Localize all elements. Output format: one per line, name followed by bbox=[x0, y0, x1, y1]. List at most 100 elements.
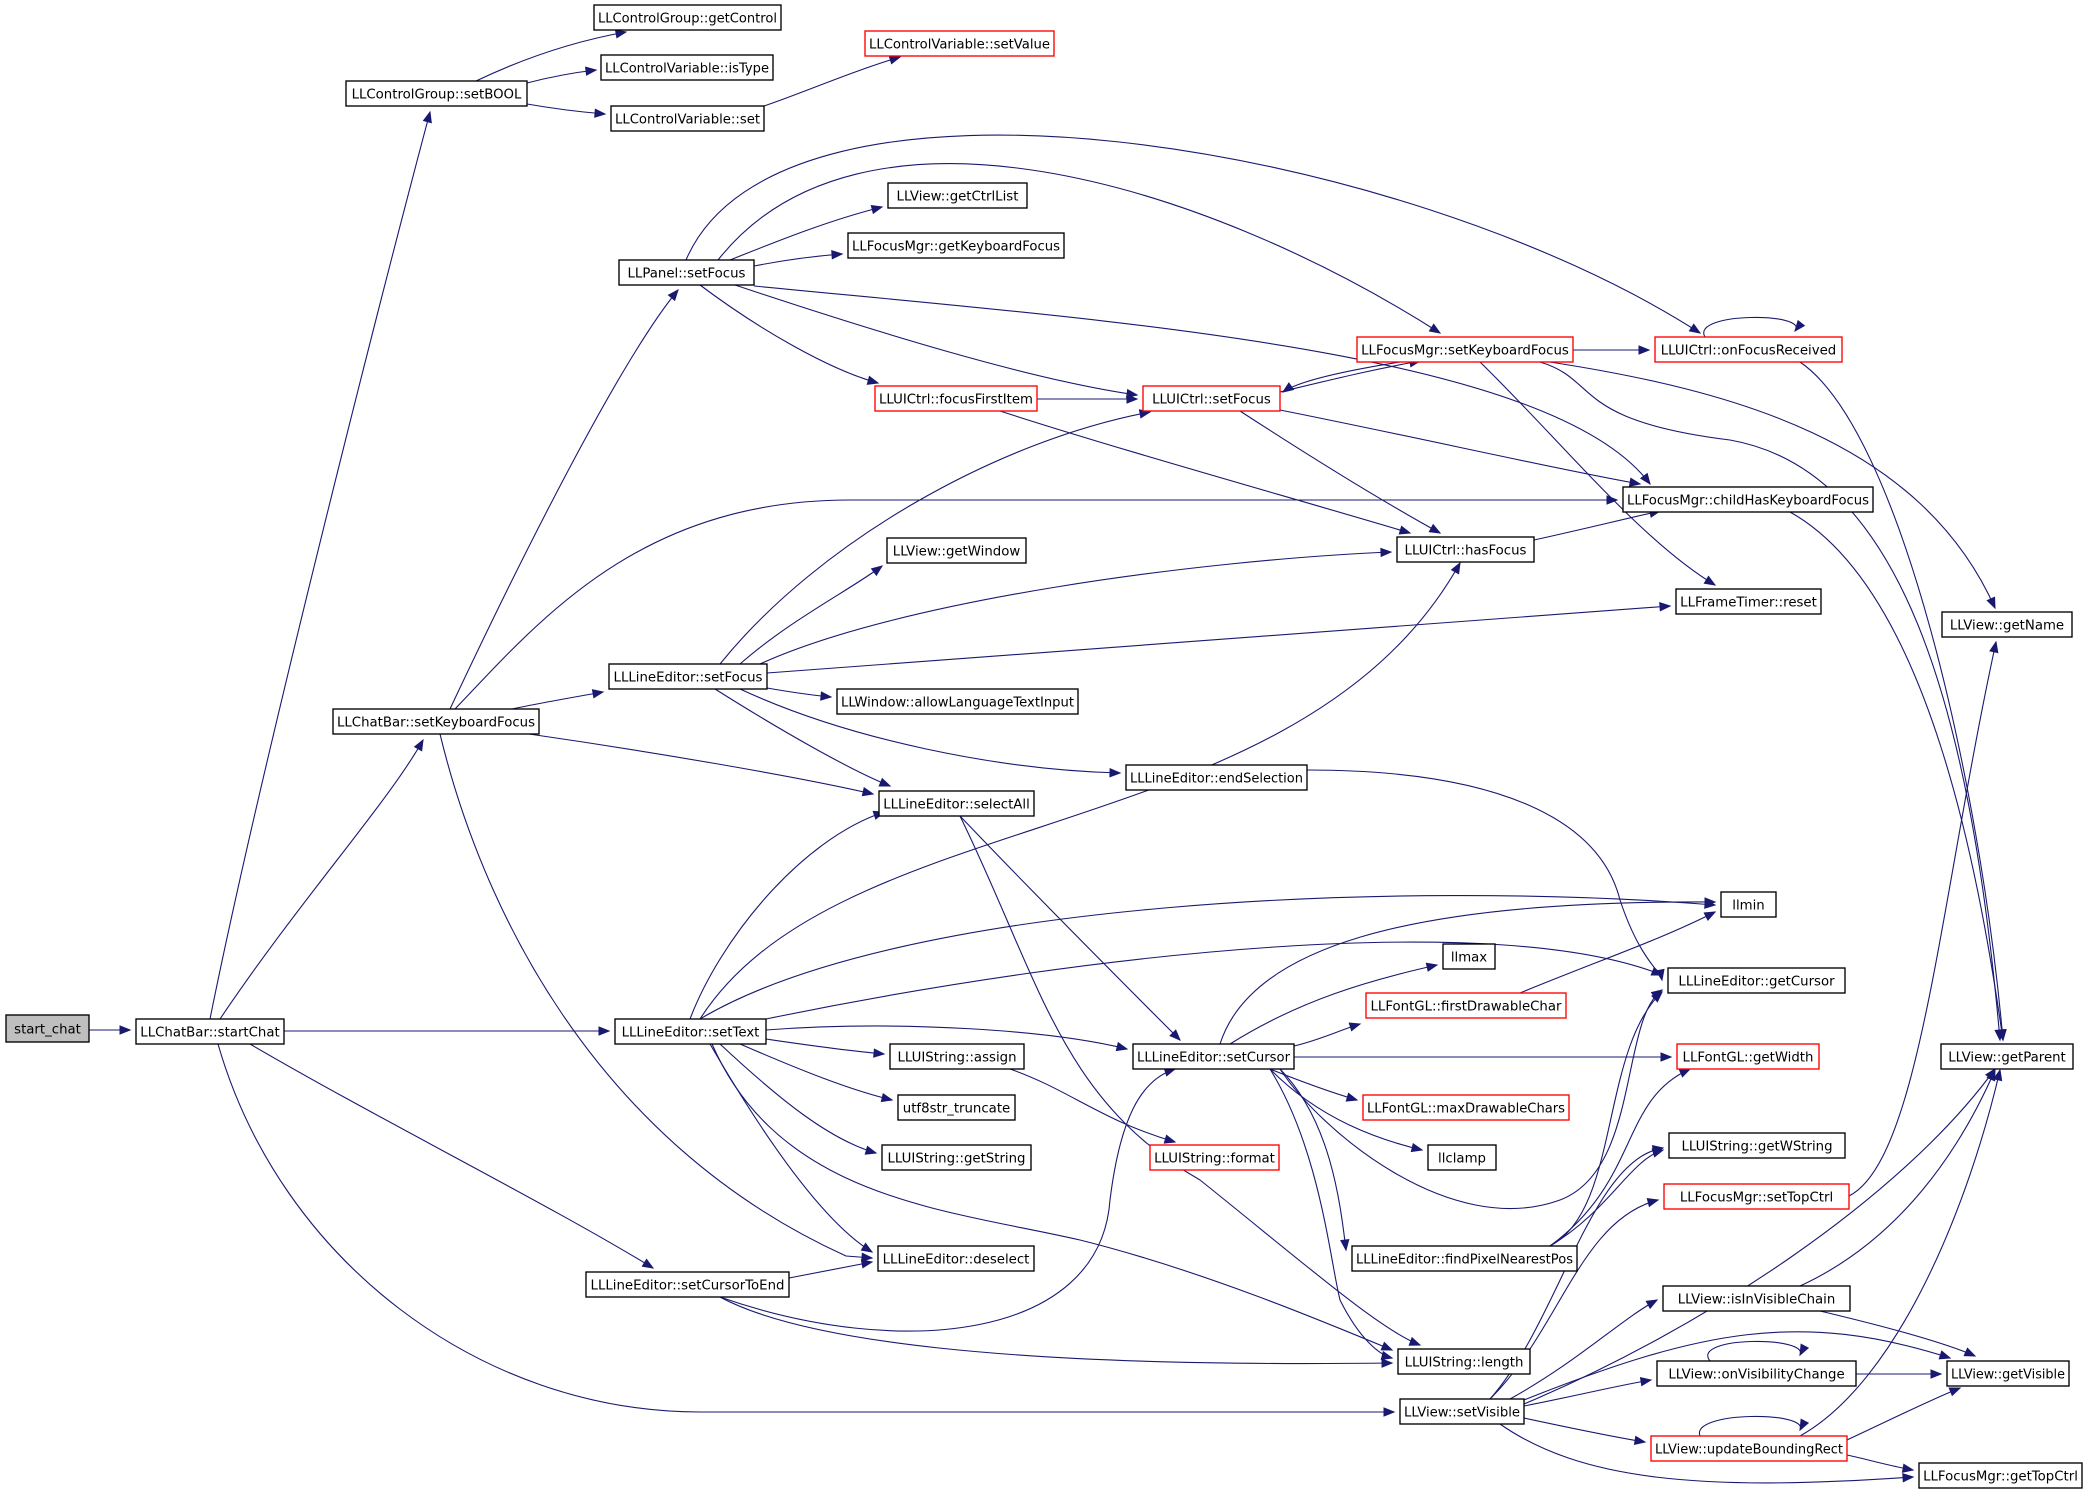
function-node-fgl_getWidth[interactable]: LLFontGL::getWidth bbox=[1676, 1043, 1820, 1070]
function-node-v_onVisibilityChange[interactable]: LLView::onVisibilityChange bbox=[1656, 1360, 1857, 1387]
node-label: LLUICtrl::focusFirstItem bbox=[879, 393, 1033, 408]
node-box bbox=[1427, 1144, 1497, 1171]
node-label: LLView::getName bbox=[1950, 619, 2064, 634]
function-node-le_deselect[interactable]: LLLineEditor::deselect bbox=[877, 1245, 1035, 1272]
function-node-us_getString[interactable]: LLUIString::getString bbox=[881, 1144, 1032, 1171]
function-node-us_getWString[interactable]: LLUIString::getWString bbox=[1668, 1132, 1846, 1159]
call-edge-le_selectAll-to-le_setCursor bbox=[959, 815, 1181, 1041]
edge-line bbox=[1519, 911, 1716, 994]
function-node-p_setFocus[interactable]: LLPanel::setFocus bbox=[618, 259, 755, 286]
node-box bbox=[864, 30, 1055, 57]
function-node-uc_hasFocus[interactable]: LLUICtrl::hasFocus bbox=[1396, 536, 1535, 563]
function-node-utf8str_truncate[interactable]: utf8str_truncate bbox=[897, 1094, 1016, 1121]
function-node-us_length[interactable]: LLUIString::length bbox=[1397, 1348, 1531, 1375]
node-box bbox=[881, 1144, 1032, 1171]
node-box bbox=[1356, 336, 1574, 363]
edge-arrowhead bbox=[1163, 1134, 1177, 1144]
function-node-ft_reset[interactable]: LLFrameTimer::reset bbox=[1675, 588, 1822, 615]
node-label: LLUIString::getString bbox=[888, 1152, 1026, 1167]
call-edge-cb_setKeyboardFocus-to-p_setFocus bbox=[449, 288, 679, 710]
edge-line bbox=[1269, 1068, 1393, 1359]
function-node-cv_set[interactable]: LLControlVariable::set bbox=[610, 105, 765, 132]
node-box bbox=[886, 537, 1027, 564]
function-node-fm_getTopCtrl[interactable]: LLFocusMgr::getTopCtrl bbox=[1918, 1462, 2083, 1489]
function-node-llmin[interactable]: llmin bbox=[1720, 891, 1777, 918]
function-node-fgl_firstDrawableChar[interactable]: LLFontGL::firstDrawableChar bbox=[1365, 992, 1567, 1019]
call-edge-v_onVisibilityChange-to-v_onVisibilityChange bbox=[1707, 1340, 1810, 1362]
edge-line bbox=[1509, 1299, 1658, 1400]
node-box bbox=[618, 259, 755, 286]
function-node-v_getCtrlList[interactable]: LLView::getCtrlList bbox=[887, 182, 1028, 209]
function-node-le_getCursor[interactable]: LLLineEditor::getCursor bbox=[1667, 967, 1846, 994]
node-box bbox=[887, 182, 1028, 209]
function-node-le_setCursor[interactable]: LLLineEditor::setCursor bbox=[1132, 1043, 1295, 1070]
call-edge-le_setText-to-le_getCursor bbox=[765, 941, 1664, 1020]
edge-arrowhead bbox=[1902, 1473, 1915, 1483]
function-node-fgl_maxDrawableChars[interactable]: LLFontGL::maxDrawableChars bbox=[1362, 1094, 1570, 1121]
function-node-v_updateBoundingRect[interactable]: LLView::updateBoundingRect bbox=[1650, 1435, 1848, 1462]
call-edge-v_updateBoundingRect-to-fm_getTopCtrl bbox=[1846, 1454, 1915, 1473]
node-label: LLLineEditor::endSelection bbox=[1130, 772, 1303, 787]
call-edge-le_setCursor-to-llmax bbox=[1229, 962, 1439, 1045]
edge-line bbox=[219, 739, 424, 1020]
edge-line bbox=[753, 285, 1651, 485]
node-label: LLFontGL::maxDrawableChars bbox=[1367, 1102, 1565, 1117]
edge-line bbox=[1789, 511, 2004, 1041]
function-node-cb_startChat[interactable]: LLChatBar::startChat bbox=[135, 1018, 285, 1045]
function-node-w_allowLanguageTextInput[interactable]: LLWindow::allowLanguageTextInput bbox=[836, 688, 1079, 715]
call-edge-cg_setBOOL-to-cv_isType bbox=[526, 66, 598, 84]
function-node-cg_getControl[interactable]: LLControlGroup::getControl bbox=[593, 4, 782, 31]
node-label: LLLineEditor::deselect bbox=[883, 1253, 1030, 1268]
function-node-us_assign[interactable]: LLUIString::assign bbox=[889, 1043, 1025, 1070]
edge-arrowhead bbox=[1398, 525, 1412, 535]
function-node-le_findPixelNearestPos[interactable]: LLLineEditor::findPixelNearestPos bbox=[1351, 1245, 1578, 1272]
function-node-cv_isType[interactable]: LLControlVariable::isType bbox=[600, 54, 774, 81]
function-node-v_getVisible[interactable]: LLView::getVisible bbox=[1946, 1360, 2070, 1387]
function-node-fm_setTopCtrl[interactable]: LLFocusMgr::setTopCtrl bbox=[1663, 1183, 1850, 1210]
function-node-llmax[interactable]: llmax bbox=[1442, 943, 1496, 970]
function-node-cg_setBOOL[interactable]: LLControlGroup::setBOOL bbox=[345, 80, 528, 107]
function-node-v_isInVisibleChain[interactable]: LLView::isInVisibleChain bbox=[1662, 1285, 1851, 1312]
function-node-us_format[interactable]: LLUIString::format bbox=[1149, 1144, 1280, 1171]
function-node-le_endSelection[interactable]: LLLineEditor::endSelection bbox=[1125, 764, 1308, 791]
function-node-uc_onFocusReceived[interactable]: LLUICtrl::onFocusReceived bbox=[1654, 336, 1843, 363]
function-node-v_getWindow[interactable]: LLView::getWindow bbox=[886, 537, 1027, 564]
edge-arrowhead bbox=[119, 1025, 132, 1035]
edge-arrowhead bbox=[1996, 1028, 2007, 1042]
function-node-le_setText[interactable]: LLLineEditor::setText bbox=[614, 1018, 767, 1045]
node-box bbox=[1941, 611, 2073, 638]
function-node-le_setCursorToEnd[interactable]: LLLineEditor::setCursorToEnd bbox=[585, 1271, 790, 1298]
edge-arrowhead bbox=[598, 1026, 611, 1036]
edge-line bbox=[1279, 360, 1421, 393]
edge-arrowhead bbox=[1639, 1376, 1653, 1387]
edge-line bbox=[729, 206, 883, 261]
call-edge-uc_onFocusReceived-to-uc_onFocusReceived bbox=[1703, 316, 1806, 338]
function-node-llclamp[interactable]: llclamp bbox=[1427, 1144, 1497, 1171]
edge-line bbox=[1279, 409, 1641, 485]
node-label: LLView::updateBoundingRect bbox=[1655, 1443, 1843, 1458]
function-node-le_setFocus[interactable]: LLLineEditor::setFocus bbox=[608, 663, 768, 690]
function-node-v_getParent[interactable]: LLView::getParent bbox=[1940, 1043, 2074, 1070]
function-node-uc_setFocus[interactable]: LLUICtrl::setFocus bbox=[1142, 385, 1281, 412]
function-node-start_chat[interactable]: start_chat bbox=[5, 1014, 90, 1043]
edge-arrowhead bbox=[1989, 640, 1999, 654]
edge-line bbox=[709, 1043, 873, 1253]
edge-arrowhead bbox=[1901, 1463, 1915, 1473]
edge-line bbox=[788, 1261, 873, 1279]
edge-line bbox=[959, 815, 1181, 1041]
node-box bbox=[585, 1271, 790, 1298]
function-node-uc_focusFirstItem[interactable]: LLUICtrl::focusFirstItem bbox=[874, 385, 1038, 412]
function-node-fm_childHasKeyboardFocus[interactable]: LLFocusMgr::childHasKeyboardFocus bbox=[1622, 486, 1874, 513]
function-node-fm_setKeyboardFocus[interactable]: LLFocusMgr::setKeyboardFocus bbox=[1356, 336, 1574, 363]
function-node-v_getName[interactable]: LLView::getName bbox=[1941, 611, 2073, 638]
function-node-fm_getKeyboardFocus[interactable]: LLFocusMgr::getKeyboardFocus bbox=[847, 232, 1065, 259]
node-box bbox=[1667, 967, 1846, 994]
function-node-cv_setValue[interactable]: LLControlVariable::setValue bbox=[864, 30, 1055, 57]
function-node-v_setVisible[interactable]: LLView::setVisible bbox=[1399, 1398, 1525, 1425]
call-edge-fm_setKeyboardFocus-to-ft_reset bbox=[1479, 361, 1717, 586]
edge-line bbox=[526, 103, 606, 115]
function-node-le_selectAll[interactable]: LLLineEditor::selectAll bbox=[878, 790, 1035, 817]
edge-arrowhead bbox=[860, 1242, 874, 1253]
function-node-cb_setKeyboardFocus[interactable]: LLChatBar::setKeyboardFocus bbox=[332, 708, 540, 735]
call-edge-cv_set-to-cv_setValue bbox=[763, 55, 902, 107]
